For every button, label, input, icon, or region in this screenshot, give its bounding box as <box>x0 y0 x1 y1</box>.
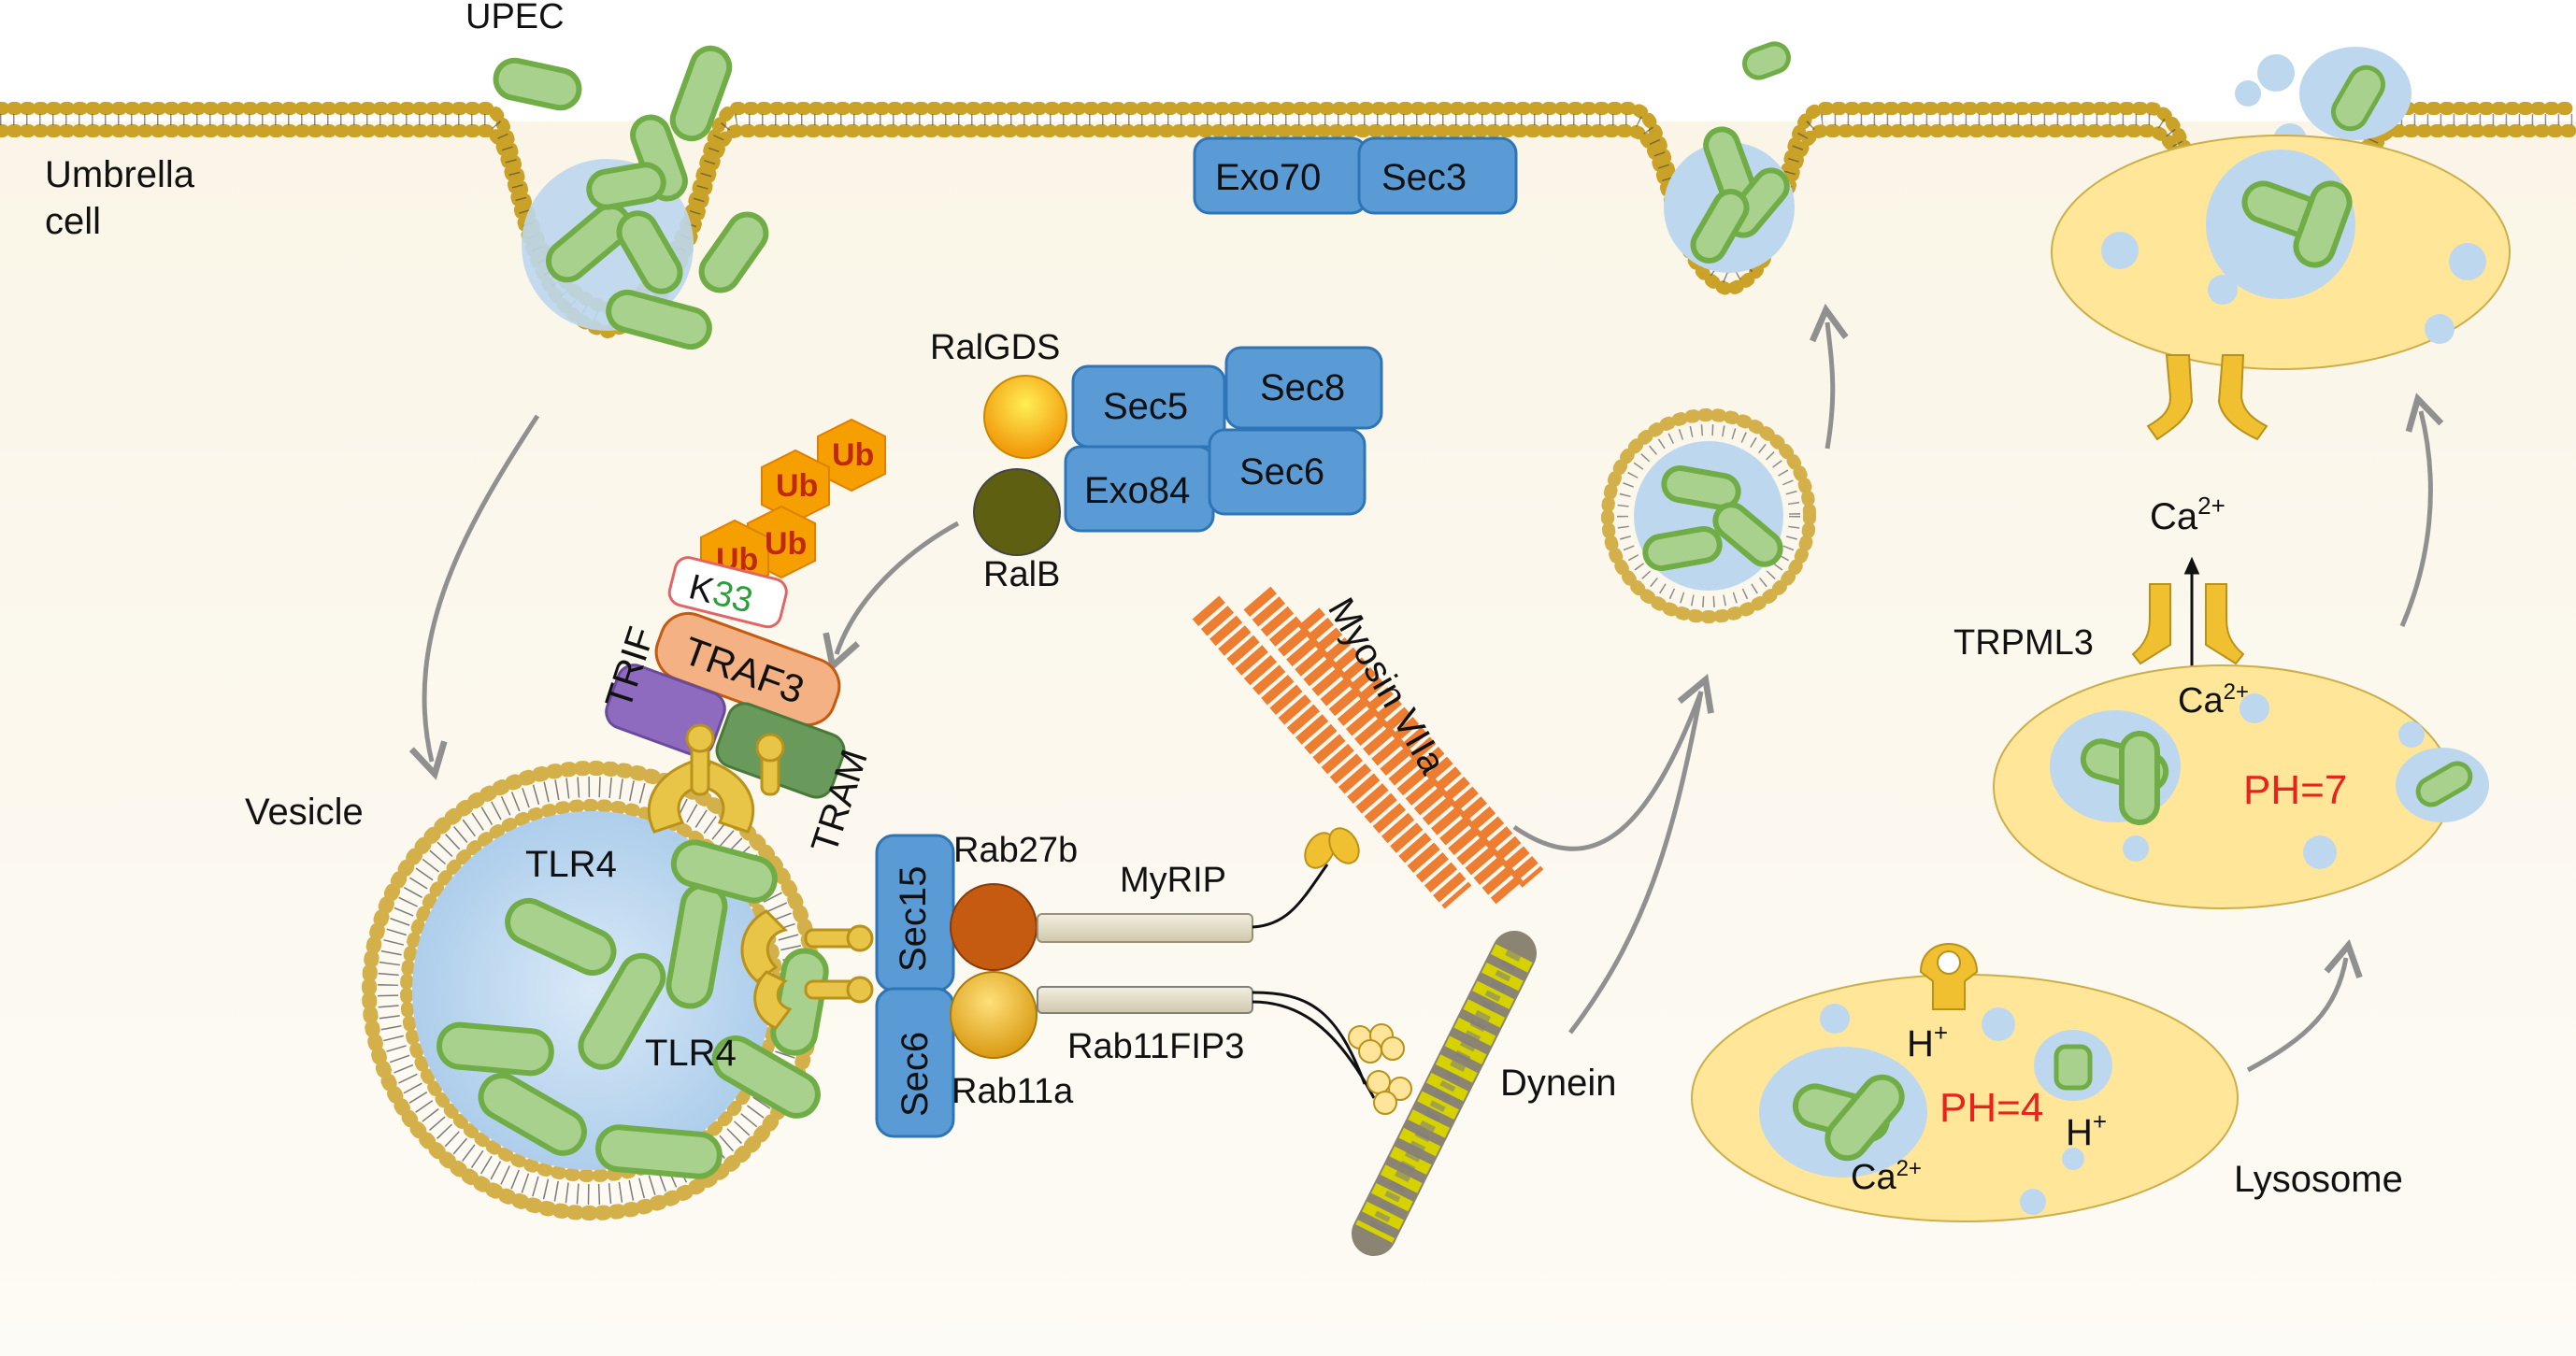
ub-label-1: Ub <box>832 437 874 473</box>
rab11a-label: Rab11a <box>952 1072 1074 1111</box>
tlr4-bottom-label: TLR4 <box>645 1033 737 1074</box>
pathway-arrows <box>408 303 2444 1073</box>
fusing-vesicle <box>1664 41 1795 273</box>
microtubule <box>1348 931 1537 1256</box>
tlr4-receptors <box>647 723 874 1030</box>
sec5-label: Sec5 <box>1103 386 1188 427</box>
ub-label-2: Ub <box>776 468 818 504</box>
trpml3-channel <box>2131 583 2245 665</box>
umbrella-cell-label-2: cell <box>45 201 101 242</box>
ub-hexagon-2 <box>761 449 830 523</box>
ca-top-label: Ca2+ <box>2150 492 2225 537</box>
tlr4-top-label: TLR4 <box>525 844 617 885</box>
lysosome-top <box>2051 135 2511 441</box>
sec3-label: Sec3 <box>1381 157 1467 198</box>
h-left-label: H+ <box>1907 1019 1948 1064</box>
umbrella-cell-label: Umbrella <box>45 154 195 195</box>
sec8-label: Sec8 <box>1260 367 1345 408</box>
rab11fip3-label: Rab11FIP3 <box>1067 1027 1244 1066</box>
ralb-label: RalB <box>983 555 1060 594</box>
upec-label: UPEC <box>465 0 565 36</box>
sec6-top-label: Sec6 <box>1239 451 1324 492</box>
ral-exocyst-complex: RalGDS RalB Sec5 Sec8 Exo84 Sec6 <box>930 328 1383 594</box>
trpml3-label: TRPML3 <box>1953 623 2094 663</box>
rab27b-label: Rab27b <box>953 831 1078 870</box>
sec6-top-box <box>1208 428 1367 516</box>
lysosome-label: Lysosome <box>2234 1159 2403 1200</box>
exo70-sec3-complex: Exo70 Sec3 <box>1193 136 1518 215</box>
ca-mid-label: Ca2+ <box>2178 679 2249 721</box>
rab11fip3-rod <box>1037 986 1253 1014</box>
exo84-label: Exo84 <box>1084 470 1190 511</box>
ph4-label: PH=4 <box>1939 1085 2043 1131</box>
adaptor-rods: MyRIP Rab11FIP3 <box>1037 827 1376 1099</box>
sec8-box <box>1224 346 1383 430</box>
myrip-label: MyRIP <box>1120 861 1226 900</box>
invaginating-vesicle <box>522 114 769 350</box>
vesicle-label: Vesicle <box>245 792 364 833</box>
lysosome-middle <box>1993 664 2489 909</box>
k33-num-label: 33 <box>708 574 756 621</box>
ca-low-label: Ca2+ <box>1851 1156 1922 1197</box>
ub-label-3: Ub <box>765 526 807 562</box>
exo70-label: Exo70 <box>1215 157 1321 198</box>
myrip-rod <box>1037 913 1253 943</box>
ralgds-label: RalGDS <box>930 328 1060 367</box>
sec15-label: Sec15 <box>893 866 934 972</box>
h-right-label: H+ <box>2066 1107 2107 1153</box>
traf3-box <box>654 611 841 727</box>
sec15-sec6-complex: Sec15 Sec6 <box>875 834 955 1138</box>
myosin-filaments <box>1192 586 1544 909</box>
sec3-box <box>1357 136 1518 215</box>
sec6-bottom-label: Sec6 <box>894 1032 936 1117</box>
ph7-label: PH=7 <box>2243 767 2347 813</box>
rab11a-ball <box>950 971 1038 1059</box>
ralb-ball <box>973 468 1061 556</box>
rab27b-ball <box>950 883 1038 971</box>
ralgds-ball <box>983 375 1067 459</box>
k33-linkage: K 33 <box>667 556 788 629</box>
dynein-label: Dynein <box>1500 1063 1617 1104</box>
middle-vesicle <box>1601 408 1816 623</box>
lysosome-bottom <box>1691 943 2239 1222</box>
upec-bacteria <box>493 45 733 142</box>
sec6-bottom-box <box>875 987 955 1138</box>
rab-proteins: Rab27b Rab11a <box>950 831 1078 1111</box>
